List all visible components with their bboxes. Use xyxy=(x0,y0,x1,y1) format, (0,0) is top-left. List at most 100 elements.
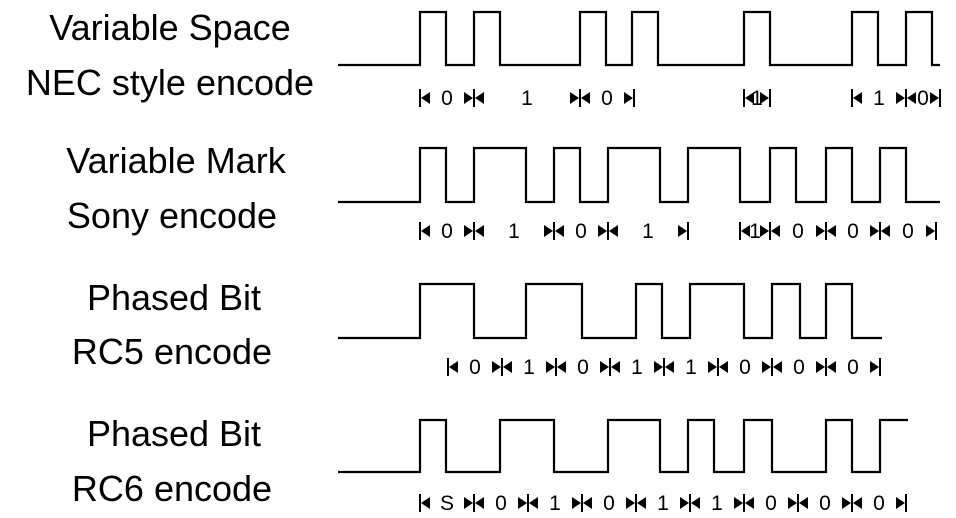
bit-arrow-left xyxy=(421,497,430,509)
bit-arrow-right xyxy=(492,361,501,373)
encoding-title-line-1: Phased Bit xyxy=(87,277,261,318)
bit-arrow-right xyxy=(572,497,581,509)
bit-label: 0 xyxy=(917,87,929,110)
bit-label: 1 xyxy=(751,87,763,110)
bit-arrow-right xyxy=(544,225,553,237)
bit-arrow-right xyxy=(680,497,689,509)
bit-label: 1 xyxy=(631,356,643,379)
bit-arrow-left xyxy=(853,497,862,509)
bit-arrow-left xyxy=(529,497,538,509)
bit-arrow-right xyxy=(762,361,771,373)
bit-label: 0 xyxy=(575,220,587,243)
bit-label: 0 xyxy=(819,492,831,515)
bit-arrow-right xyxy=(570,92,579,104)
bit-label: 0 xyxy=(847,220,859,243)
bit-label: 0 xyxy=(603,492,615,515)
bit-arrow-left xyxy=(421,225,430,237)
bit-label: 0 xyxy=(601,87,613,110)
bit-arrow-left xyxy=(691,497,700,509)
bit-arrow-left xyxy=(421,92,430,104)
rc5-bit-markers: 0 1 0 1 1 0 0 0 xyxy=(447,356,881,379)
nec-waveform xyxy=(338,10,940,67)
bit-label: S xyxy=(440,492,454,515)
bit-arrow-right xyxy=(930,92,939,104)
bit-arrow-right xyxy=(464,225,473,237)
bit-arrow-right xyxy=(598,225,607,237)
bit-label: 1 xyxy=(508,220,520,243)
bit-label: 0 xyxy=(577,356,589,379)
encoding-title-line-1: Variable Space xyxy=(49,7,291,48)
bit-arrow-right xyxy=(788,497,797,509)
bit-arrow-left xyxy=(745,497,754,509)
encoding-rc5: Phased Bit RC5 encode 0 1 0 1 1 0 0 0 xyxy=(72,277,882,379)
bit-label: 0 xyxy=(847,356,859,379)
bit-label: 1 xyxy=(749,220,761,243)
bit-arrow-right xyxy=(518,497,527,509)
bit-arrow-right xyxy=(870,361,879,373)
bit-label: 1 xyxy=(685,356,697,379)
encoding-title-line-2: NEC style encode xyxy=(26,62,314,103)
bit-arrow-left xyxy=(853,92,862,104)
bit-label: 1 xyxy=(642,220,654,243)
bit-arrow-right xyxy=(678,225,687,237)
rc6-waveform xyxy=(338,418,908,474)
bit-arrow-left xyxy=(745,92,754,104)
bit-arrow-left xyxy=(907,92,916,104)
bit-arrow-left xyxy=(581,92,590,104)
bit-arrow-right xyxy=(870,225,879,237)
bit-arrow-left xyxy=(557,361,566,373)
bit-arrow-right xyxy=(654,361,663,373)
bit-arrow-right xyxy=(896,497,905,509)
encoding-title-line-2: Sony encode xyxy=(67,195,277,236)
bit-label: 1 xyxy=(711,492,723,515)
bit-arrow-right xyxy=(546,361,555,373)
bit-arrow-left xyxy=(475,497,484,509)
encoding-title-line-1: Variable Mark xyxy=(66,140,286,181)
bit-label: 1 xyxy=(549,492,561,515)
encoding-title-line-1: Phased Bit xyxy=(87,413,261,454)
bit-arrow-left xyxy=(555,225,564,237)
bit-label: 0 xyxy=(793,356,805,379)
bit-label: 0 xyxy=(495,492,507,515)
bit-arrow-right xyxy=(760,225,769,237)
bit-arrow-left xyxy=(449,361,458,373)
bit-label: 0 xyxy=(469,356,481,379)
rc5-waveform xyxy=(338,282,882,340)
bit-arrow-right xyxy=(842,497,851,509)
bit-arrow-right xyxy=(626,497,635,509)
bit-arrow-right xyxy=(734,497,743,509)
bit-arrow-right xyxy=(816,225,825,237)
bit-label: 0 xyxy=(441,87,453,110)
bit-arrow-right xyxy=(926,225,935,237)
bit-arrow-left xyxy=(583,497,592,509)
bit-label: 1 xyxy=(521,87,533,110)
encoding-title-line-2: RC6 encode xyxy=(72,468,272,509)
bit-arrow-right xyxy=(600,361,609,373)
bit-label: 0 xyxy=(765,492,777,515)
bit-arrow-left xyxy=(475,225,484,237)
bit-arrow-left xyxy=(827,225,836,237)
bit-label: 1 xyxy=(657,492,669,515)
bit-arrow-left xyxy=(799,497,808,509)
bit-arrow-left xyxy=(771,225,780,237)
sony-waveform xyxy=(338,146,940,204)
bit-arrow-right xyxy=(708,361,717,373)
bit-arrow-left xyxy=(611,361,620,373)
bit-arrow-right xyxy=(464,92,473,104)
bit-arrow-left xyxy=(503,361,512,373)
bit-arrow-right xyxy=(896,92,905,104)
bit-arrow-right xyxy=(816,361,825,373)
bit-label: 0 xyxy=(739,356,751,379)
bit-label: 0 xyxy=(441,220,453,243)
bit-label: 1 xyxy=(523,356,535,379)
bit-arrow-left xyxy=(741,225,750,237)
bit-arrow-right xyxy=(464,497,473,509)
bit-label: 0 xyxy=(902,220,914,243)
encoding-title-line-2: RC5 encode xyxy=(72,331,272,372)
